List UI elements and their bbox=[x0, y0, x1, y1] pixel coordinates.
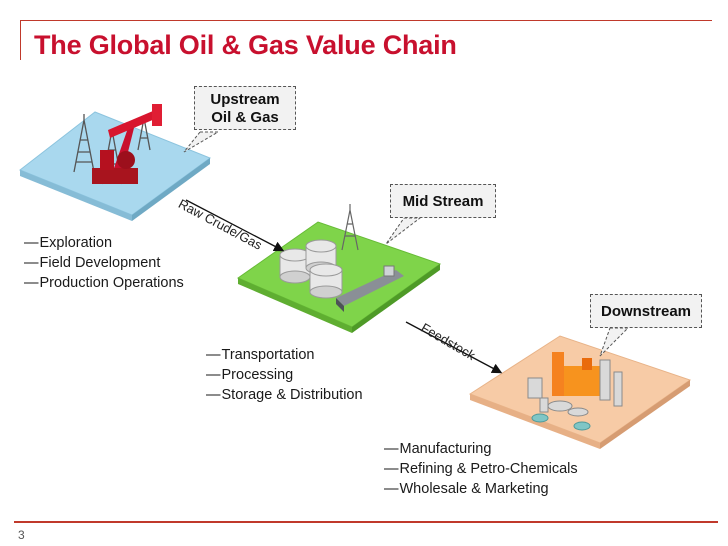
oil-pumpjack-icon bbox=[73, 104, 162, 185]
flow-arrow-midstream-downstream bbox=[405, 321, 503, 374]
storage-tanks-icon bbox=[279, 204, 359, 299]
list-item: Field Development bbox=[24, 253, 184, 273]
list-item: Exploration bbox=[24, 233, 184, 253]
flow-arrow-upstream-midstream bbox=[185, 199, 285, 252]
downstream-activity-list: Manufacturing Refining & Petro-Chemicals… bbox=[384, 439, 578, 499]
callout-upstream: Upstream Oil & Gas bbox=[194, 86, 296, 130]
refinery-plant-icon bbox=[527, 352, 623, 431]
list-item: Storage & Distribution bbox=[206, 385, 363, 405]
callout-upstream-line2: Oil & Gas bbox=[211, 109, 279, 126]
pumpjack-base bbox=[92, 168, 138, 184]
list-item: Manufacturing bbox=[384, 439, 578, 459]
list-item: Refining & Petro-Chemicals bbox=[384, 459, 578, 479]
frame-top-line bbox=[20, 20, 712, 21]
callout-upstream-line1: Upstream bbox=[210, 91, 280, 108]
page-number: 3 bbox=[18, 528, 25, 542]
callout-tails bbox=[183, 131, 630, 357]
frame-left-line bbox=[20, 20, 21, 60]
callout-downstream: Downstream bbox=[590, 294, 702, 328]
callout-downstream-line1: Downstream bbox=[600, 303, 692, 320]
list-item: Transportation bbox=[206, 345, 363, 365]
upstream-activity-list: Exploration Field Development Production… bbox=[24, 233, 184, 293]
slide-title: The Global Oil & Gas Value Chain bbox=[34, 30, 457, 60]
list-item: Wholesale & Marketing bbox=[384, 479, 578, 499]
tanker-ship-icon bbox=[336, 265, 404, 312]
callout-midstream: Mid Stream bbox=[390, 184, 496, 218]
list-item: Processing bbox=[206, 365, 363, 385]
list-item: Production Operations bbox=[24, 273, 184, 293]
frame-bottom-line bbox=[14, 521, 718, 523]
callout-midstream-line1: Mid Stream bbox=[402, 193, 484, 210]
midstream-activity-list: Transportation Processing Storage & Dist… bbox=[206, 345, 363, 405]
